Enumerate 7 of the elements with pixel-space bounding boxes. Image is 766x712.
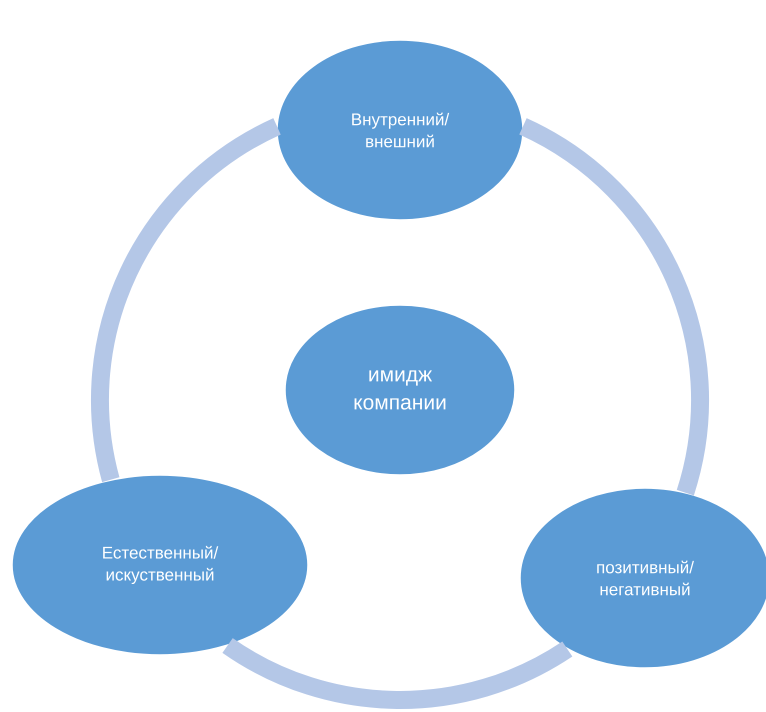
ellipse-node: Внутренний/ внешний xyxy=(276,39,524,221)
ring-arc xyxy=(91,118,282,482)
ellipse-node: Естественный/ искуственный xyxy=(11,474,309,656)
ring-arc xyxy=(222,638,572,709)
ellipse-node: позитивный/ негативный xyxy=(519,487,766,669)
ring-arc xyxy=(518,118,709,495)
ellipse-node: имидж компании xyxy=(284,304,516,476)
